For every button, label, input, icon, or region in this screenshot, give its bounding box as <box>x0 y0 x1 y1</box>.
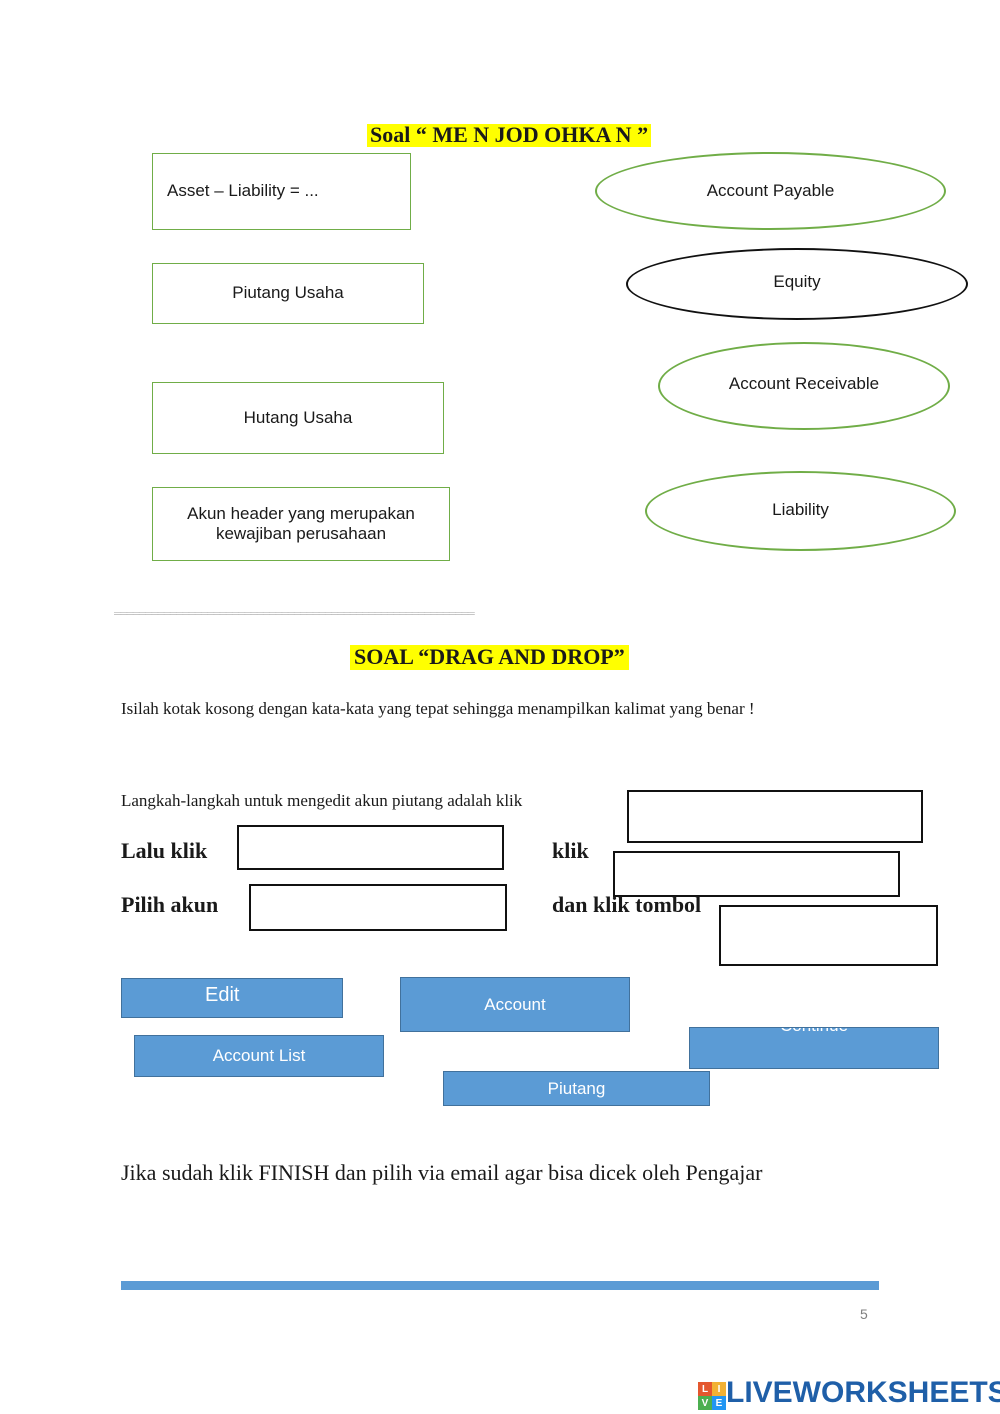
drag-option-account-list[interactable]: Account List <box>134 1035 384 1077</box>
drag-option-label: Account <box>484 994 546 1014</box>
match-right-item[interactable]: Equity <box>626 248 968 320</box>
match-right-item[interactable]: Account Payable <box>595 152 946 230</box>
instruction-text: Isilah kotak kosong dengan kata-kata yan… <box>121 699 755 718</box>
match-left-label: Piutang Usaha <box>232 283 344 303</box>
lalu-klik-label: Lalu klik <box>121 838 208 863</box>
drop-box-4[interactable] <box>249 884 507 931</box>
drag-option-label: Continue <box>780 1028 848 1036</box>
match-right-label: Account Payable <box>706 181 835 200</box>
match-right-item[interactable]: Account Receivable <box>658 342 950 430</box>
drop-box-3[interactable] <box>613 851 900 897</box>
drag-option-account[interactable]: Account <box>400 977 630 1032</box>
drop-box-5[interactable] <box>719 905 938 966</box>
drag-option-continue[interactable]: Continue <box>689 1027 939 1069</box>
match-right-label: Liability <box>772 500 829 519</box>
logo-letter-v: V <box>698 1396 712 1410</box>
drag-option-edit[interactable]: Edit <box>121 978 343 1018</box>
drag-option-label: Piutang <box>547 1078 606 1098</box>
footer-instruction: Jika sudah klik FINISH dan pilih via ema… <box>121 1160 763 1185</box>
logo-letter-e: E <box>712 1396 726 1410</box>
match-left-label: Hutang Usaha <box>243 407 353 427</box>
logo-letter-i: I <box>712 1382 726 1396</box>
drag-option-label: Edit <box>205 984 240 1006</box>
drag-option-piutang[interactable]: Piutang <box>443 1071 710 1106</box>
match-left-label: Akun header yang merupakan kewajiban per… <box>187 503 415 543</box>
dragdrop-title: SOAL “DRAG AND DROP” <box>350 645 629 670</box>
brand-logo: L I V E <box>698 1382 726 1410</box>
section-separator: ════════════════════════════════════════… <box>114 607 475 621</box>
match-right-label: Equity <box>773 272 821 291</box>
klik-label: klik <box>552 838 589 863</box>
match-right-label: Account Receivable <box>728 374 880 393</box>
match-right-item[interactable]: Liability <box>645 471 956 551</box>
match-left-item[interactable]: Piutang Usaha <box>152 263 424 324</box>
match-left-label: Asset – Liability = ... <box>167 181 319 201</box>
step-text-1: Langkah-langkah untuk mengedit akun piut… <box>121 791 523 810</box>
drag-option-label: Account List <box>212 1046 306 1065</box>
drop-box-1[interactable] <box>627 790 923 843</box>
match-left-item[interactable]: Hutang Usaha <box>152 382 444 454</box>
footer-bar <box>121 1281 879 1290</box>
match-left-item[interactable]: Akun header yang merupakan kewajiban per… <box>152 487 450 561</box>
page-number: 5 <box>860 1306 868 1322</box>
pilih-akun-label: Pilih akun <box>121 892 219 917</box>
logo-letter-l: L <box>698 1382 712 1396</box>
match-left-item[interactable]: Asset – Liability = ... <box>152 153 411 230</box>
drop-box-2[interactable] <box>237 825 504 870</box>
matching-title: Soal “ ME N JOD OHKA N ” <box>367 124 652 147</box>
dan-klik-tombol-label: dan klik tombol <box>552 892 702 917</box>
brand-name: LIVEWORKSHEETS <box>726 1376 1000 1409</box>
